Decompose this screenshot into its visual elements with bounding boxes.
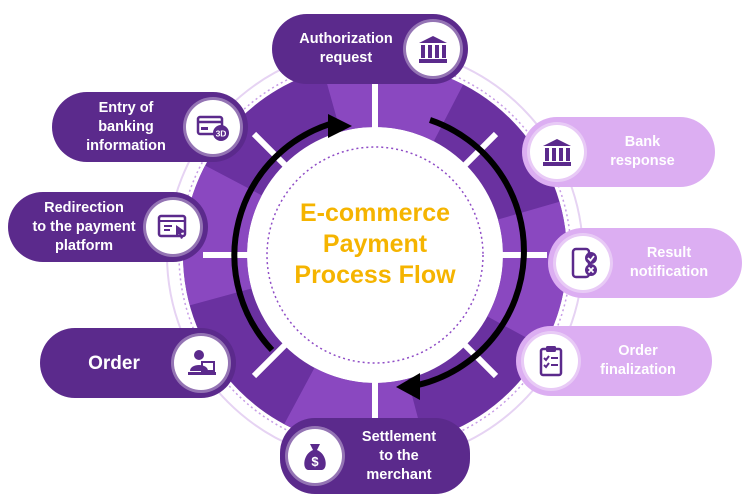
step-settlement: $ Settlement to the merchant: [280, 418, 470, 494]
svg-text:$: $: [311, 454, 319, 469]
result-notification-label: Result notification: [629, 245, 709, 280]
user-laptop-icon: [174, 336, 228, 390]
bank-response-label: Bank response: [610, 134, 675, 169]
inner-disc: [257, 137, 493, 373]
browser-cursor-icon: [146, 200, 200, 254]
step-authorization-request: Authorization request: [272, 14, 468, 84]
step-bank-response: Bank response: [522, 117, 715, 187]
order-finalization-label: Order finalization: [600, 343, 676, 378]
step-order-finalization: Order finalization: [516, 326, 712, 396]
svg-text:3D: 3D: [216, 129, 227, 139]
phone-check-icon: [556, 236, 610, 290]
clipboard-checklist-icon: [524, 334, 578, 388]
redirection-label: Redirection to the payment platform: [32, 199, 136, 254]
inner-dotted-ring: [266, 146, 484, 364]
arrow-right-head: [396, 373, 420, 400]
arrow-left-arc: [231, 121, 331, 353]
arrow-left-head: [328, 114, 352, 138]
entry-banking-label: Entry of banking information: [86, 99, 166, 154]
step-result-notification: Result notification: [548, 228, 742, 298]
bank-icon: [406, 22, 460, 76]
bank-icon: [530, 125, 584, 179]
settlement-label: Settlement to the merchant: [361, 428, 437, 483]
money-bag-icon: $: [288, 429, 342, 483]
card-3d-icon: 3D: [186, 100, 240, 154]
arrow-right-arc: [417, 117, 527, 388]
title-line-1: E-commerce: [299, 199, 451, 227]
authorization-label: Authorization request: [299, 31, 393, 66]
step-redirection: Redirection to the payment platform: [8, 192, 208, 262]
order-label: Order: [88, 352, 140, 374]
segment-separators: [203, 63, 547, 447]
diagram-title: E-commerce Payment Process Flow: [265, 198, 485, 291]
step-entry-banking-information: Entry of banking information 3D: [52, 92, 248, 162]
title-line-3: Process Flow: [294, 261, 456, 289]
title-line-2: Payment: [322, 230, 428, 258]
step-order: Order: [40, 328, 236, 398]
